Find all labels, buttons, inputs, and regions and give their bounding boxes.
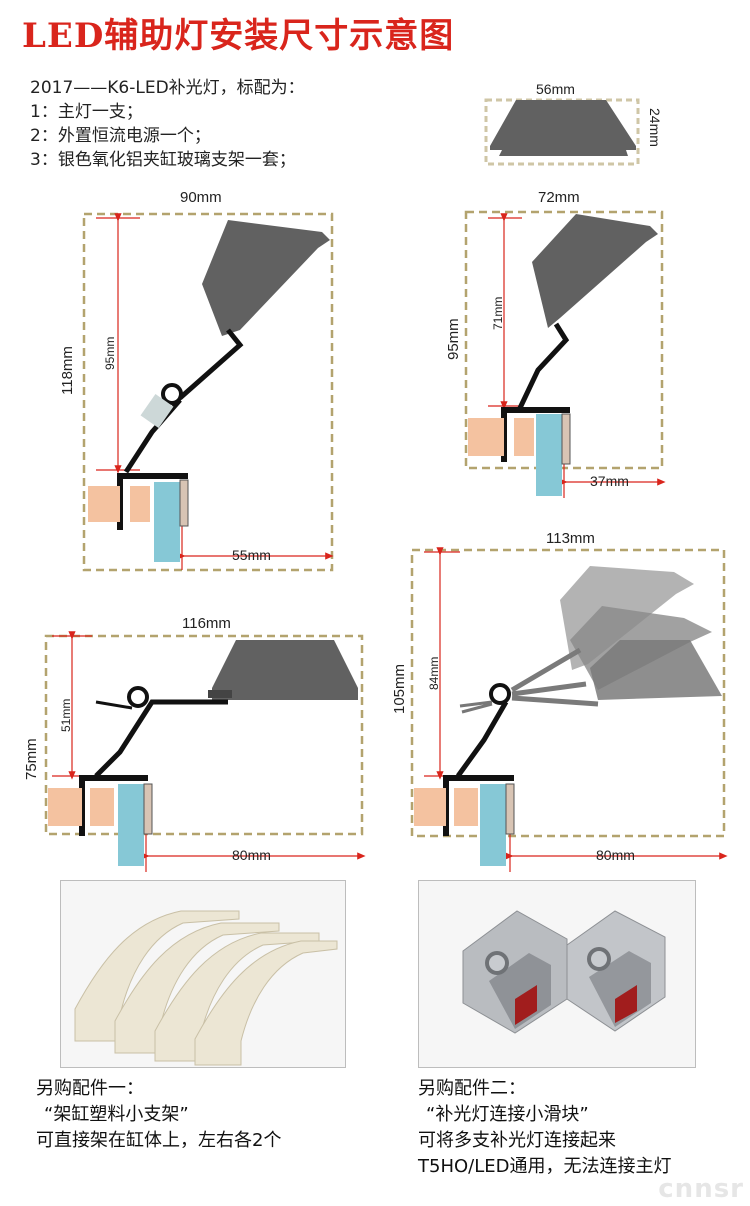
accessory2-line: T5HO/LED通用，无法连接主灯	[418, 1156, 672, 1177]
dim-b-inner: 71mm	[491, 297, 505, 330]
intro-line: 3：银色氧化铝夹缸玻璃支架一套；	[30, 150, 296, 170]
page-title: LED辅助灯安装尺寸示意图	[22, 16, 455, 56]
accessory2-caption: 另购配件二： “补光灯连接小滑块” 可将多支补光灯连接起来 T5HO/LED通用…	[418, 1076, 671, 1180]
accessory2-line: 另购配件二：	[418, 1078, 526, 1099]
dim-d-height: 105mm	[391, 664, 408, 714]
accessory1-line: 另购配件一：	[36, 1078, 144, 1099]
dim-c-inner: 51mm	[59, 699, 73, 732]
mount-diagram-b: 72mm 95mm 71mm 37mm	[445, 189, 666, 498]
accessory-photo-slide-connector	[418, 880, 696, 1068]
dim-a-height: 118mm	[59, 346, 76, 395]
dim-b-height: 95mm	[445, 318, 462, 360]
dim-a-inner: 95mm	[103, 337, 117, 370]
intro-line: 2：外置恒流电源一个；	[30, 126, 211, 146]
dim-b-offset: 37mm	[590, 473, 629, 489]
installation-diagrams: 56mm 24mm 90mm 118mm 95mm 55mm 72mm 95mm	[23, 81, 728, 872]
dim-a-offset: 55mm	[232, 547, 271, 563]
dim-b-width: 72mm	[538, 189, 580, 206]
intro-line: 2017——K6-LED补光灯，标配为：	[30, 78, 305, 98]
accessory-photo-plastic-bracket	[60, 880, 346, 1068]
dim-d-offset: 80mm	[596, 847, 635, 863]
intro-line: 1：主灯一支；	[30, 102, 143, 122]
profile-width-label: 56mm	[536, 81, 575, 97]
accessory1-line: 可直接架在缸体上，左右各2个	[36, 1130, 282, 1151]
dim-d-inner: 84mm	[427, 657, 441, 690]
dim-c-offset: 80mm	[232, 847, 271, 863]
accessory2-line: “补光灯连接小滑块”	[426, 1104, 589, 1125]
profile-height-label: 24mm	[647, 108, 663, 147]
watermark: cnnsr	[658, 1174, 744, 1204]
dim-c-width: 116mm	[182, 615, 231, 632]
mount-diagram-d: 113mm 105mm 84mm 80mm	[391, 530, 728, 872]
dim-a-width: 90mm	[180, 189, 222, 206]
intro-text: 2017——K6-LED补光灯，标配为： 1：主灯一支； 2：外置恒流电源一个；…	[30, 76, 305, 172]
dim-c-height: 75mm	[23, 738, 40, 780]
dim-d-width: 113mm	[546, 530, 595, 547]
lamp-profile-diagram: 56mm 24mm	[484, 81, 663, 166]
accessory1-line: “架缸塑料小支架”	[44, 1104, 189, 1125]
mount-diagram-a: 90mm 118mm 95mm 55mm	[59, 189, 334, 572]
accessory1-caption: 另购配件一： “架缸塑料小支架” 可直接架在缸体上，左右各2个	[36, 1076, 281, 1154]
accessory2-line: 可将多支补光灯连接起来	[418, 1130, 616, 1151]
mount-diagram-c: 116mm 75mm 51mm 80mm	[23, 615, 366, 872]
